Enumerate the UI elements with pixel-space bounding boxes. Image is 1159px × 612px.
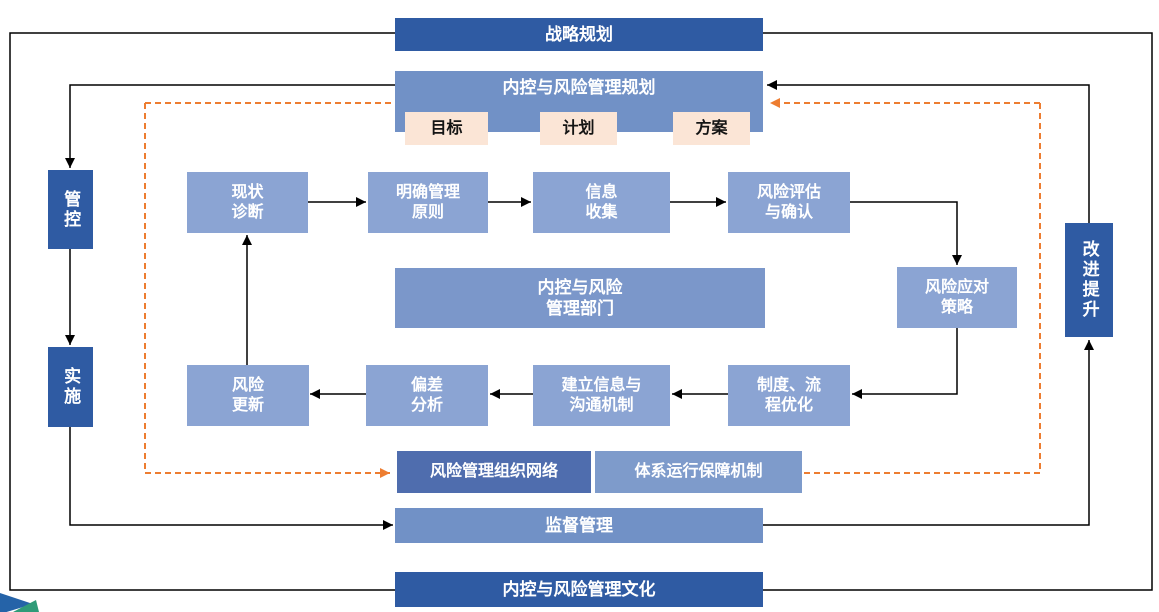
node-ic-risk-department: 内控与风险 管理部门 (395, 268, 765, 328)
node-risk-update: 风险 更新 (187, 365, 309, 426)
node-supervision: 监督管理 (395, 508, 763, 543)
node-status-diagnosis: 现状 诊断 (187, 172, 308, 233)
node-management-principles: 明确管理 原则 (368, 172, 488, 233)
node-implementation: 实施 (48, 347, 93, 427)
node-ic-risk-culture: 内控与风险管理文化 (395, 572, 763, 607)
node-system-guarantee: 体系运行保障机制 (595, 451, 802, 493)
inner-loop-lines (65, 80, 1094, 530)
node-strategic-planning: 战略规划 (395, 18, 763, 51)
node-risk-assessment: 风险评估 与确认 (728, 172, 850, 233)
chip-scheme: 方案 (673, 112, 750, 145)
node-communication-mechanism: 建立信息与 沟通机制 (533, 365, 670, 426)
chip-plan: 计划 (540, 112, 617, 145)
node-info-collection: 信息 收集 (533, 172, 670, 233)
logo-mark (0, 593, 39, 612)
process-flow-arrows (242, 197, 962, 399)
node-risk-org-network: 风险管理组织网络 (397, 451, 591, 493)
dashed-orange-loop (144, 98, 1041, 478)
node-deviation-analysis: 偏差 分析 (366, 365, 488, 426)
node-risk-response-strategy: 风险应对 策略 (897, 267, 1017, 328)
node-control: 管控 (48, 170, 93, 249)
chip-goal: 目标 (405, 112, 488, 145)
node-process-optimization: 制度、流 程优化 (728, 365, 850, 426)
node-improvement: 改进提升 (1065, 223, 1113, 337)
